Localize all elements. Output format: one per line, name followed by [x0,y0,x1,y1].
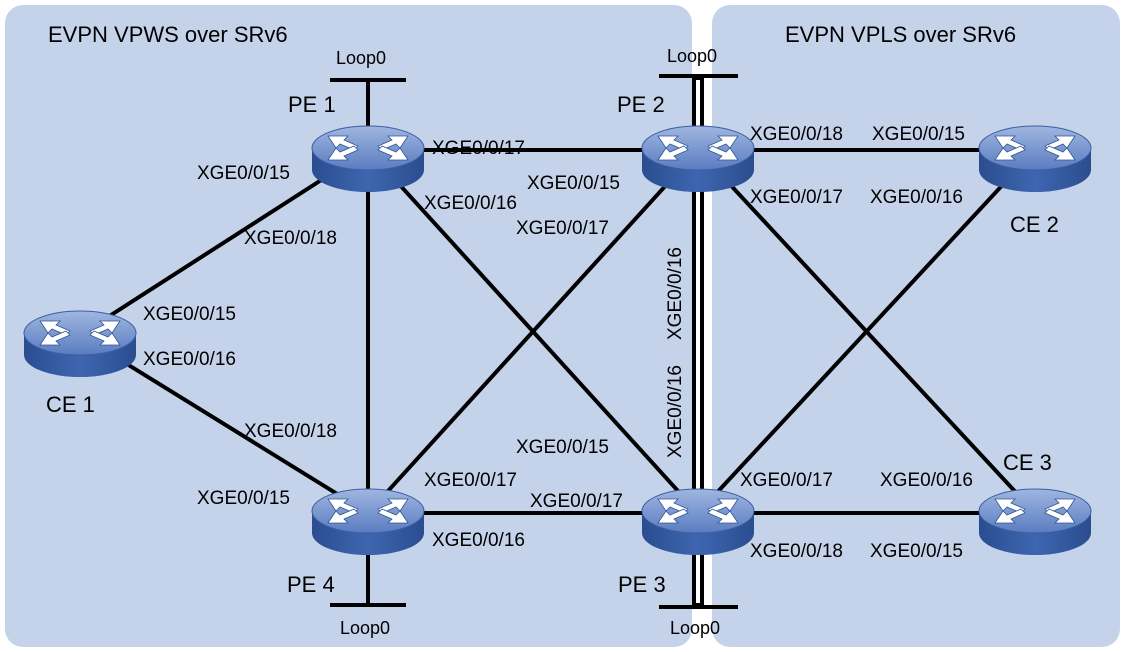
if-pe4-to-pe3: XGE0/0/16 [432,530,525,551]
vpws-region [5,5,692,647]
if-pe4-to-ce1: XGE0/0/15 [197,488,290,509]
router-icon-pe4[interactable] [311,488,425,556]
if-pe3-to-pe1: XGE0/0/15 [516,437,609,458]
pe4-loopback-label: Loop0 [340,618,390,638]
if-pe3-to-pe4: XGE0/0/17 [530,491,623,512]
router-icon-ce2[interactable] [978,125,1092,193]
link-pe2-pe4 [366,148,700,515]
router-icon-ce3[interactable] [978,488,1092,556]
link-pe3-ce2 [696,148,1037,515]
if-pe2-to-pe1: XGE0/0/15 [527,173,620,194]
if-pe1-to-pe3: XGE0/0/16 [424,193,517,214]
pe1-loopback-label: Loop0 [336,48,386,68]
if-ce2-to-pe2: XGE0/0/15 [872,124,965,145]
if-pe4-to-pe2: XGE0/0/17 [424,470,517,491]
if-ce1-to-pe4: XGE0/0/16 [143,349,236,370]
if-pe1-to-ce1: XGE0/0/15 [197,163,290,184]
if-ce3-to-pe3: XGE0/0/15 [870,541,963,562]
router-icon-pe1[interactable] [311,125,425,193]
ce2-label: CE 2 [1010,212,1059,237]
if-ce1-to-pe1: XGE0/0/15 [143,304,236,325]
if-pe3-to-ce2: XGE0/0/17 [740,470,833,491]
if-pe1-to-pe2: XGE0/0/17 [432,138,525,159]
pe2-label: PE 2 [617,92,665,117]
if-pe4-to-pe1: XGE0/0/18 [244,421,337,442]
ce1-label: CE 1 [46,392,95,417]
pe3-label: PE 3 [618,572,666,597]
if-pe2-to-ce3: XGE0/0/17 [750,187,843,208]
pe3-loopback-label: Loop0 [670,618,720,638]
router-icon-pe2[interactable] [641,125,755,193]
if-pe3-to-ce3: XGE0/0/18 [750,541,843,562]
pe4-label: PE 4 [287,572,335,597]
if-pe2-to-pe3: XGE0/0/16 [665,247,686,340]
pe1-label: PE 1 [288,92,336,117]
if-pe2-to-pe4: XGE0/0/17 [516,218,609,239]
if-pe3-to-pe2: XGE0/0/16 [665,365,686,458]
if-pe2-to-ce2: XGE0/0/18 [750,124,843,145]
if-ce2-to-pe3: XGE0/0/16 [870,187,963,208]
if-pe1-to-pe4: XGE0/0/18 [244,228,337,249]
vpws-region-title: EVPN VPWS over SRv6 [48,22,288,47]
pe2-loopback-label: Loop0 [667,46,717,66]
router-icon-pe3[interactable] [641,488,755,556]
if-ce3-to-pe2: XGE0/0/16 [880,470,973,491]
ce3-label: CE 3 [1003,450,1052,475]
vpls-region-title: EVPN VPLS over SRv6 [785,22,1016,47]
router-icon-ce1[interactable] [23,310,137,378]
